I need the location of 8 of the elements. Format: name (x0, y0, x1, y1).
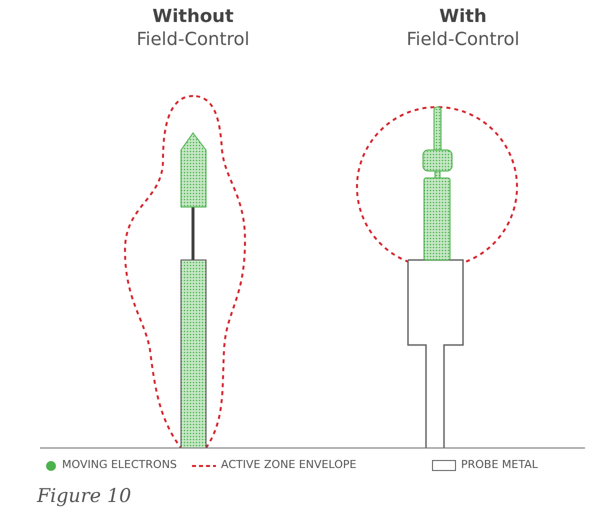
heading: With (438, 6, 488, 27)
subheading: Field-Control (135, 29, 251, 50)
heading: Without (151, 6, 235, 27)
legend-label: PROBE METAL (461, 458, 538, 471)
subheading: Field-Control (405, 29, 521, 50)
legend-label: MOVING ELECTRONS (62, 458, 177, 471)
figure-caption: Figure 10 (37, 485, 132, 507)
legend-label: ACTIVE ZONE ENVELOPE (221, 458, 356, 471)
